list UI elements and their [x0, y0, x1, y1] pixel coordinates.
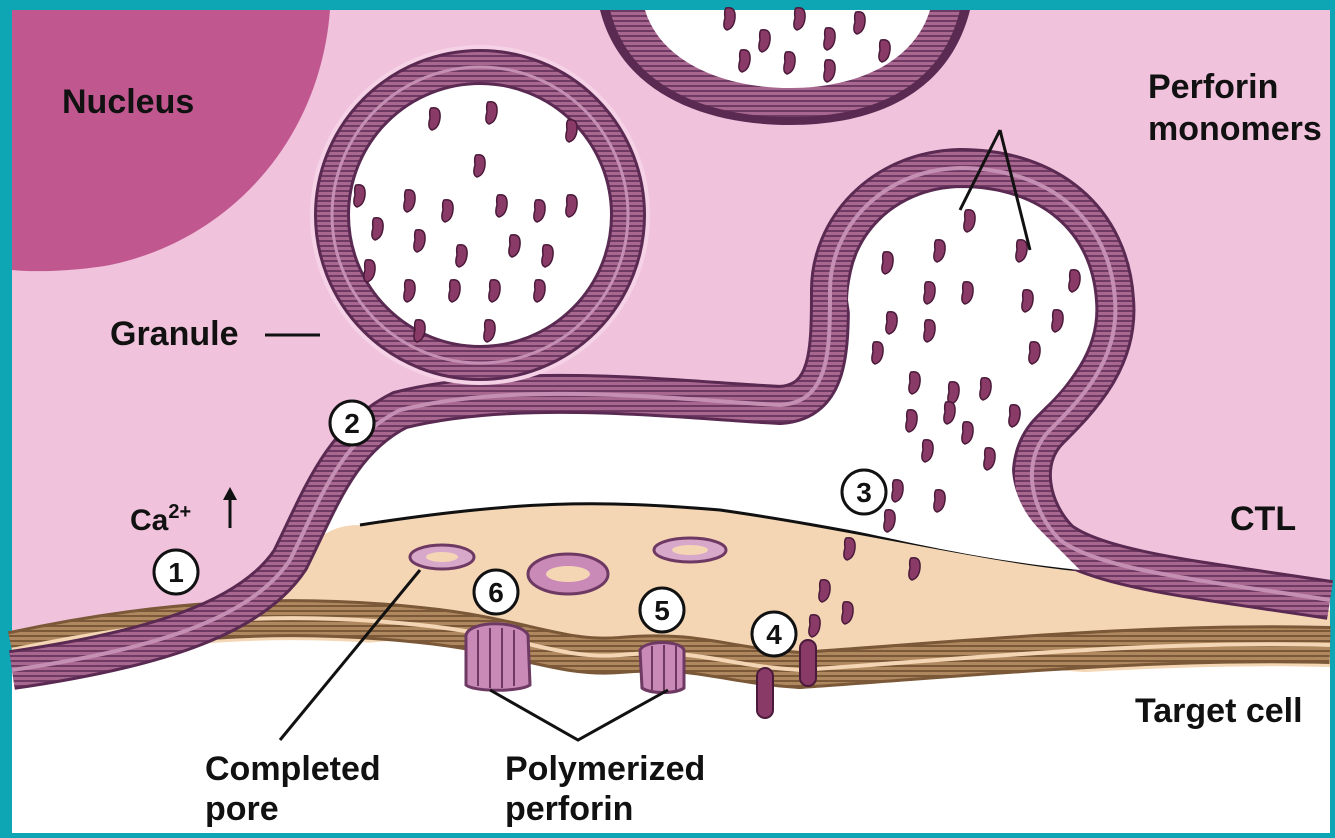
step-badge-1: 1: [154, 550, 198, 594]
completed-pore-label-line2: pore: [205, 790, 279, 828]
step-badge-6: 6: [474, 570, 518, 614]
granule-label: Granule: [110, 315, 238, 353]
step-badge-2: 2: [330, 401, 374, 445]
polymerized-perforin-label-line2: perforin: [505, 790, 633, 828]
step-badge-5: 5: [640, 588, 684, 632]
svg-text:1: 1: [168, 557, 184, 588]
svg-text:3: 3: [856, 477, 872, 508]
target-cell-label: Target cell: [1135, 692, 1303, 730]
step-badge-3: 3: [842, 470, 886, 514]
svg-text:4: 4: [766, 619, 782, 650]
completed-pore-label-line1: Completed: [205, 750, 381, 788]
svg-text:6: 6: [488, 577, 504, 608]
nucleus-label: Nucleus: [62, 83, 194, 121]
svg-text:5: 5: [654, 595, 670, 626]
step-badge-4: 4: [752, 612, 796, 656]
perforin-monomers-label-line2: monomers: [1148, 110, 1322, 148]
polymerized-perforin-label-line1: Polymerized: [505, 750, 705, 788]
ctl-label: CTL: [1230, 500, 1296, 538]
perforin-monomers-label-line1: Perforin: [1148, 68, 1278, 106]
svg-text:2: 2: [344, 408, 360, 439]
granule-left: [310, 45, 650, 385]
